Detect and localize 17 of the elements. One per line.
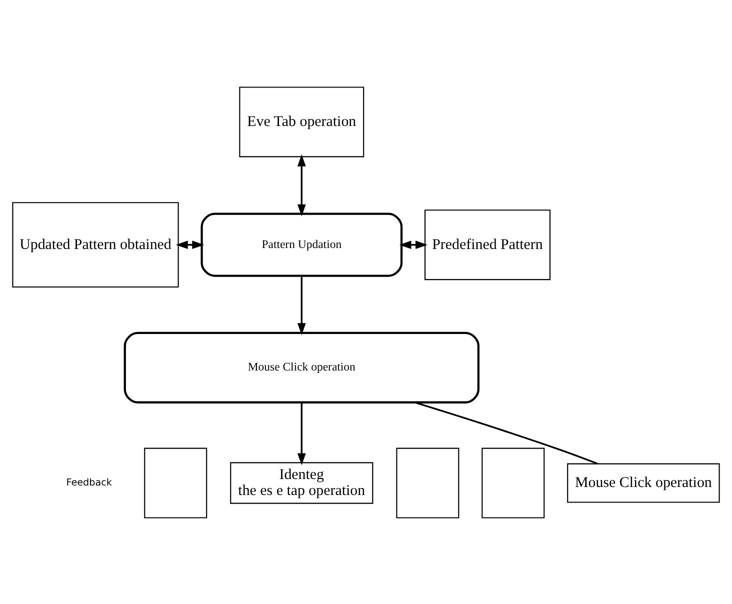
node-box: Mouse Click operation xyxy=(124,331,480,403)
node-box: Pattern Updation xyxy=(200,212,403,276)
arrow xyxy=(297,154,306,216)
arrow xyxy=(297,276,306,335)
label: Feedback xyxy=(66,476,112,488)
connector xyxy=(414,401,598,464)
node-box: Predefined Pattern xyxy=(424,209,551,280)
node-box: Eve Tab operation xyxy=(239,86,364,157)
node-box xyxy=(144,447,208,518)
node-box: Mouse Click operation xyxy=(567,462,720,502)
node-box: Updated Pattern obtained xyxy=(12,202,179,288)
arrow xyxy=(297,402,306,465)
node-box xyxy=(396,447,460,518)
node-box: Identeg the es e tap operation xyxy=(230,462,374,504)
arrow xyxy=(399,240,428,249)
arrow xyxy=(176,240,204,249)
node-box xyxy=(482,447,545,518)
